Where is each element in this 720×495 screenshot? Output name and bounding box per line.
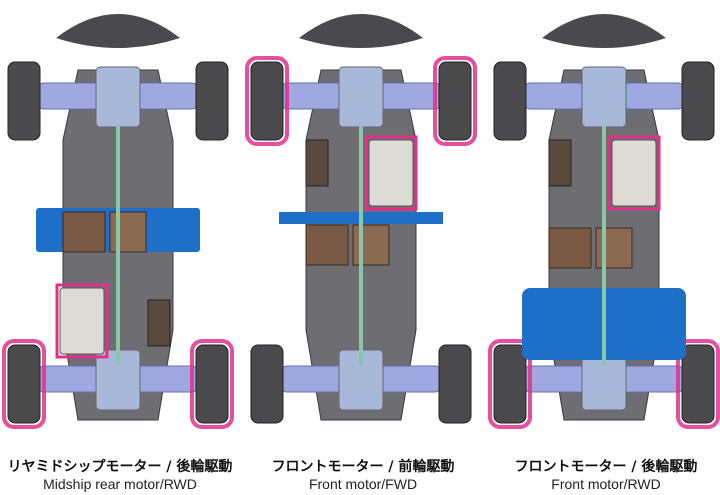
front-right-tire	[681, 61, 715, 141]
rear-left-tire	[250, 344, 284, 424]
front-drive-wheel-highlight	[245, 56, 289, 146]
motor	[611, 139, 657, 207]
caption-japanese: リヤミドシップモーター / 後輪駆動	[7, 459, 233, 475]
chassis-diagram	[245, 14, 477, 424]
motor-highlight	[607, 135, 661, 211]
receiver-unit	[352, 224, 390, 266]
rear-right-tire	[438, 344, 472, 424]
rear-right-tire	[681, 344, 715, 424]
center-driveshaft	[116, 125, 120, 365]
motor	[59, 287, 105, 355]
front-drive-wheel-highlight	[433, 56, 477, 146]
front-bumper	[56, 14, 180, 48]
steering-servo	[305, 139, 329, 187]
rear-drive-wheel-highlight	[676, 339, 720, 429]
rear-left-tire	[7, 344, 41, 424]
chassis-layout-front-fwd: フロントモーター / 前輪駆動 Front motor/FWD	[243, 0, 483, 495]
front-bumper	[299, 14, 423, 48]
front-right-tire	[438, 61, 472, 141]
motor	[368, 139, 414, 207]
steering-servo	[548, 139, 572, 187]
chassis-diagram	[488, 14, 720, 429]
front-gearbox	[581, 66, 627, 128]
receiver-unit	[109, 211, 147, 253]
esc-unit	[548, 227, 592, 269]
front-left-tire	[493, 61, 527, 141]
front-bumper	[542, 14, 666, 48]
receiver-unit	[595, 227, 633, 269]
front-left-tire	[250, 61, 284, 141]
caption-english: Front motor/RWD	[551, 476, 661, 492]
caption-japanese: フロントモーター / 後輪駆動	[514, 459, 698, 475]
chassis-layout-midship-rwd: リヤミドシップモーター / 後輪駆動 Midship rear motor/RW…	[0, 0, 240, 495]
rear-right-tire	[195, 344, 229, 424]
rear-drive-wheel-highlight	[190, 339, 234, 429]
esc-unit	[62, 211, 106, 253]
chassis-layout-front-rwd: フロントモーター / 後輪駆動 Front motor/RWD	[486, 0, 720, 495]
center-driveshaft	[359, 125, 363, 365]
front-right-tire	[195, 61, 229, 141]
front-gearbox	[338, 66, 384, 128]
motor-highlight	[55, 283, 109, 359]
caption-japanese: フロントモーター / 前輪駆動	[271, 459, 455, 475]
caption-english: Midship rear motor/RWD	[43, 476, 197, 492]
steering-servo	[147, 299, 171, 347]
esc-unit	[305, 224, 349, 266]
rear-drive-wheel-highlight	[488, 339, 532, 429]
front-left-tire	[7, 61, 41, 141]
caption-english: Front motor/FWD	[308, 476, 418, 492]
rear-drive-wheel-highlight	[2, 339, 46, 429]
motor-highlight	[364, 135, 418, 211]
center-driveshaft	[602, 125, 606, 365]
front-gearbox	[95, 66, 141, 128]
rear-left-tire	[493, 344, 527, 424]
chassis-diagram	[2, 14, 234, 429]
